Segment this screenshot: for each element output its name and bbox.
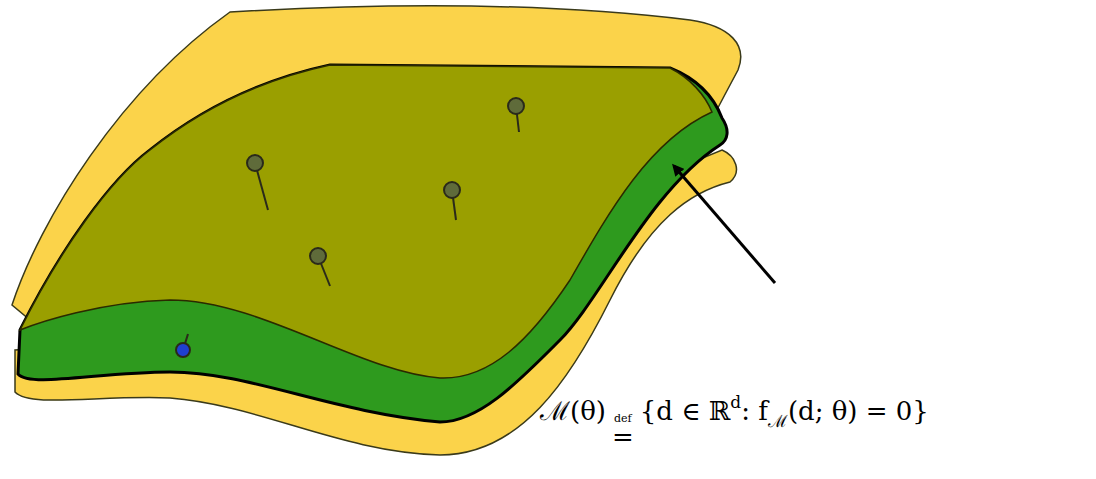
manifold-symbol: ℳ(θ) — [540, 396, 606, 426]
dimension-exponent: d — [730, 392, 741, 412]
function-subscript: ℳ — [768, 411, 788, 431]
data-points — [176, 98, 524, 357]
manifold-sheet — [18, 65, 727, 422]
def-mark: def — [614, 413, 632, 424]
def-equals: def= — [612, 413, 634, 450]
manifold-definition: ℳ(θ)def={d ∈ ℝd: fℳ(d; θ) = 0} — [540, 392, 929, 450]
function-name: : f — [741, 396, 768, 426]
manifold-surface — [20, 65, 712, 378]
set-close: (d; θ) = 0} — [788, 396, 929, 426]
pointer-arrow — [674, 166, 775, 283]
set-open: {d ∈ ℝ — [640, 396, 731, 426]
equals-sign: = — [612, 424, 634, 450]
